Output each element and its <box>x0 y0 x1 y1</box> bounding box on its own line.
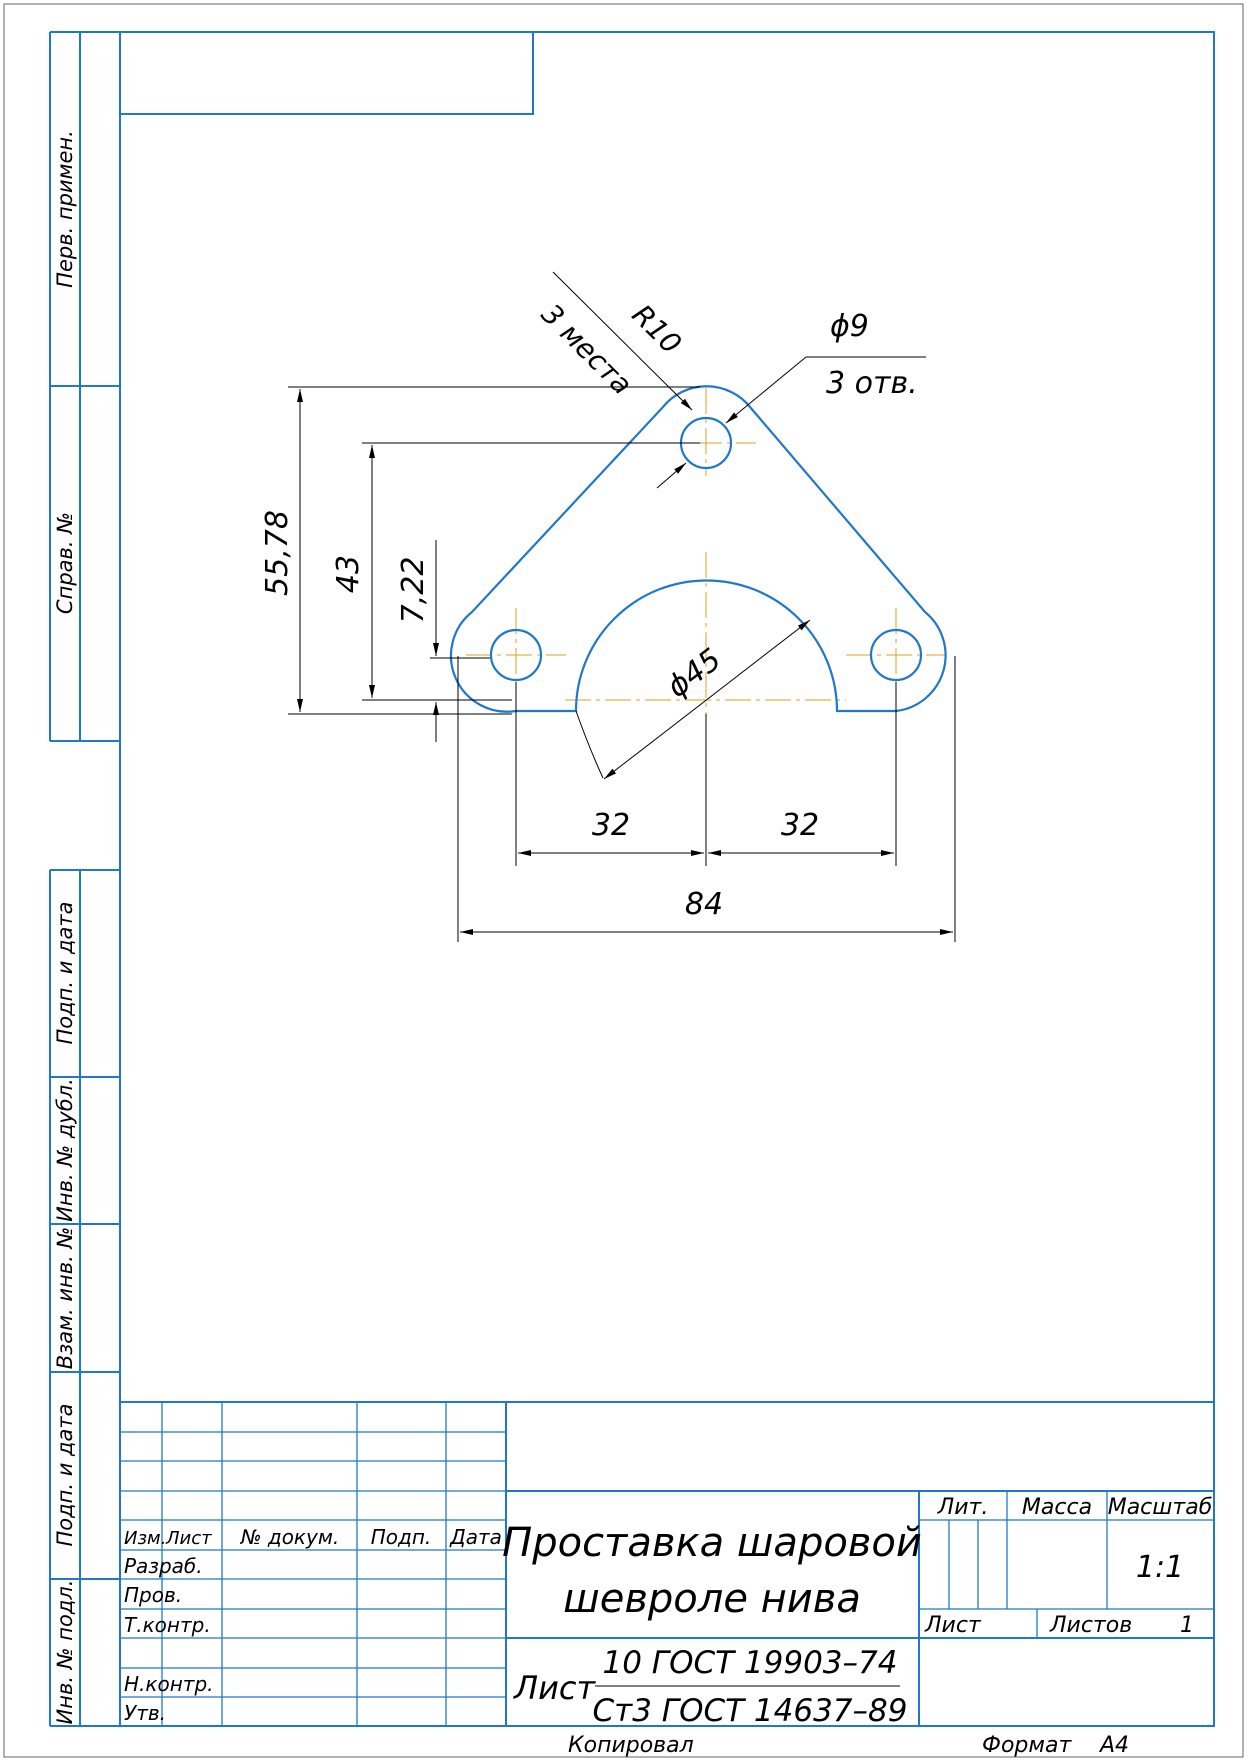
drawing-title-line1: Проставка шаровой <box>502 1520 922 1566</box>
margin-label-inv-dubl: Инв. № дубл. <box>53 1078 77 1222</box>
tb-mass-label: Масса <box>1022 1495 1092 1520</box>
tb-scale-label: Масштаб <box>1108 1495 1213 1520</box>
margin-label-podp-data-1: Подп. и дата <box>53 901 77 1044</box>
part-outline <box>449 385 947 713</box>
margin-labels: Перв. примен. Справ. № Подп. и дата Инв.… <box>53 130 77 1724</box>
tb-role-utv: Утв. <box>124 1701 166 1725</box>
tb-role-nkontr: Н.контр. <box>124 1672 214 1696</box>
dim-text-radius: R10 <box>626 298 688 360</box>
tb-sheets-label: Листов <box>1049 1613 1132 1638</box>
mounting-hole-right <box>869 628 923 682</box>
tb-header-data: Дата <box>449 1525 502 1549</box>
tb-sheet-label: Лист <box>924 1613 982 1638</box>
dim-text-spacing-left: 32 <box>592 808 630 843</box>
tb-role-razrab: Разраб. <box>124 1554 203 1578</box>
dim-text-total-height: 55,78 <box>260 510 295 596</box>
margin-label-inv-podl: Инв. № подл. <box>53 1580 77 1725</box>
tb-scale-value: 1:1 <box>1136 1550 1184 1585</box>
drawing-title-line2: шевроле нива <box>563 1576 861 1622</box>
dimension-lines <box>288 271 956 942</box>
tb-header-list: Лист <box>165 1528 212 1549</box>
margin-label-vzam-inv: Взам. инв. № <box>53 1227 77 1370</box>
tb-sheets-value: 1 <box>1180 1613 1194 1638</box>
leader-radius <box>552 271 693 411</box>
dim-text-hole-count: 3 отв. <box>826 366 918 401</box>
margin-label-perv-primen: Перв. примен. <box>53 130 77 288</box>
tb-header-izm: Изм. <box>124 1528 166 1549</box>
dimension-texts: 55,78 43 7,22 R10 3 места ϕ9 3 отв. ϕ45 … <box>260 297 918 922</box>
dim-text-cutout-diameter: ϕ45 <box>661 642 728 705</box>
dim-text-radius-count: 3 места <box>535 297 639 401</box>
tb-role-tkontr: Т.контр. <box>124 1613 211 1637</box>
material-prefix: Лист <box>513 1669 596 1707</box>
mounting-hole-left <box>489 628 543 682</box>
footer-format-value: А4 <box>1098 1733 1129 1758</box>
dim-line-cutout-diameter <box>603 619 811 780</box>
material-bottom: Ст3 ГОСТ 14637–89 <box>593 1693 908 1729</box>
dim-text-hole-height: 43 <box>331 555 366 593</box>
tb-role-prov: Пров. <box>124 1583 182 1607</box>
margin-label-podp-data-2: Подп. и дата <box>53 1403 77 1546</box>
material-top: 10 ГОСТ 19903–74 <box>603 1645 898 1681</box>
dim-text-hole-diameter: ϕ9 <box>830 309 869 344</box>
margin-label-sprav-no: Справ. № <box>53 512 77 614</box>
dim-text-spacing-right: 32 <box>781 808 819 843</box>
title-block: Изм. Лист № докум. Подп. Дата Разраб. Пр… <box>120 1401 1214 1729</box>
dim-text-total-width: 84 <box>685 887 723 922</box>
dim-text-step-height: 7,22 <box>396 557 431 624</box>
sheet-outer-border <box>3 3 1244 1758</box>
footer-format-label: Формат <box>982 1733 1072 1758</box>
tb-header-podp: Подп. <box>371 1525 432 1549</box>
footer-copied: Копировал <box>568 1733 694 1758</box>
sheet-footer: Копировал Формат А4 <box>568 1733 1129 1758</box>
tb-header-doc: № докум. <box>240 1525 340 1549</box>
tb-lit-label: Лит. <box>937 1495 989 1520</box>
drawing-frame <box>49 31 1215 1727</box>
